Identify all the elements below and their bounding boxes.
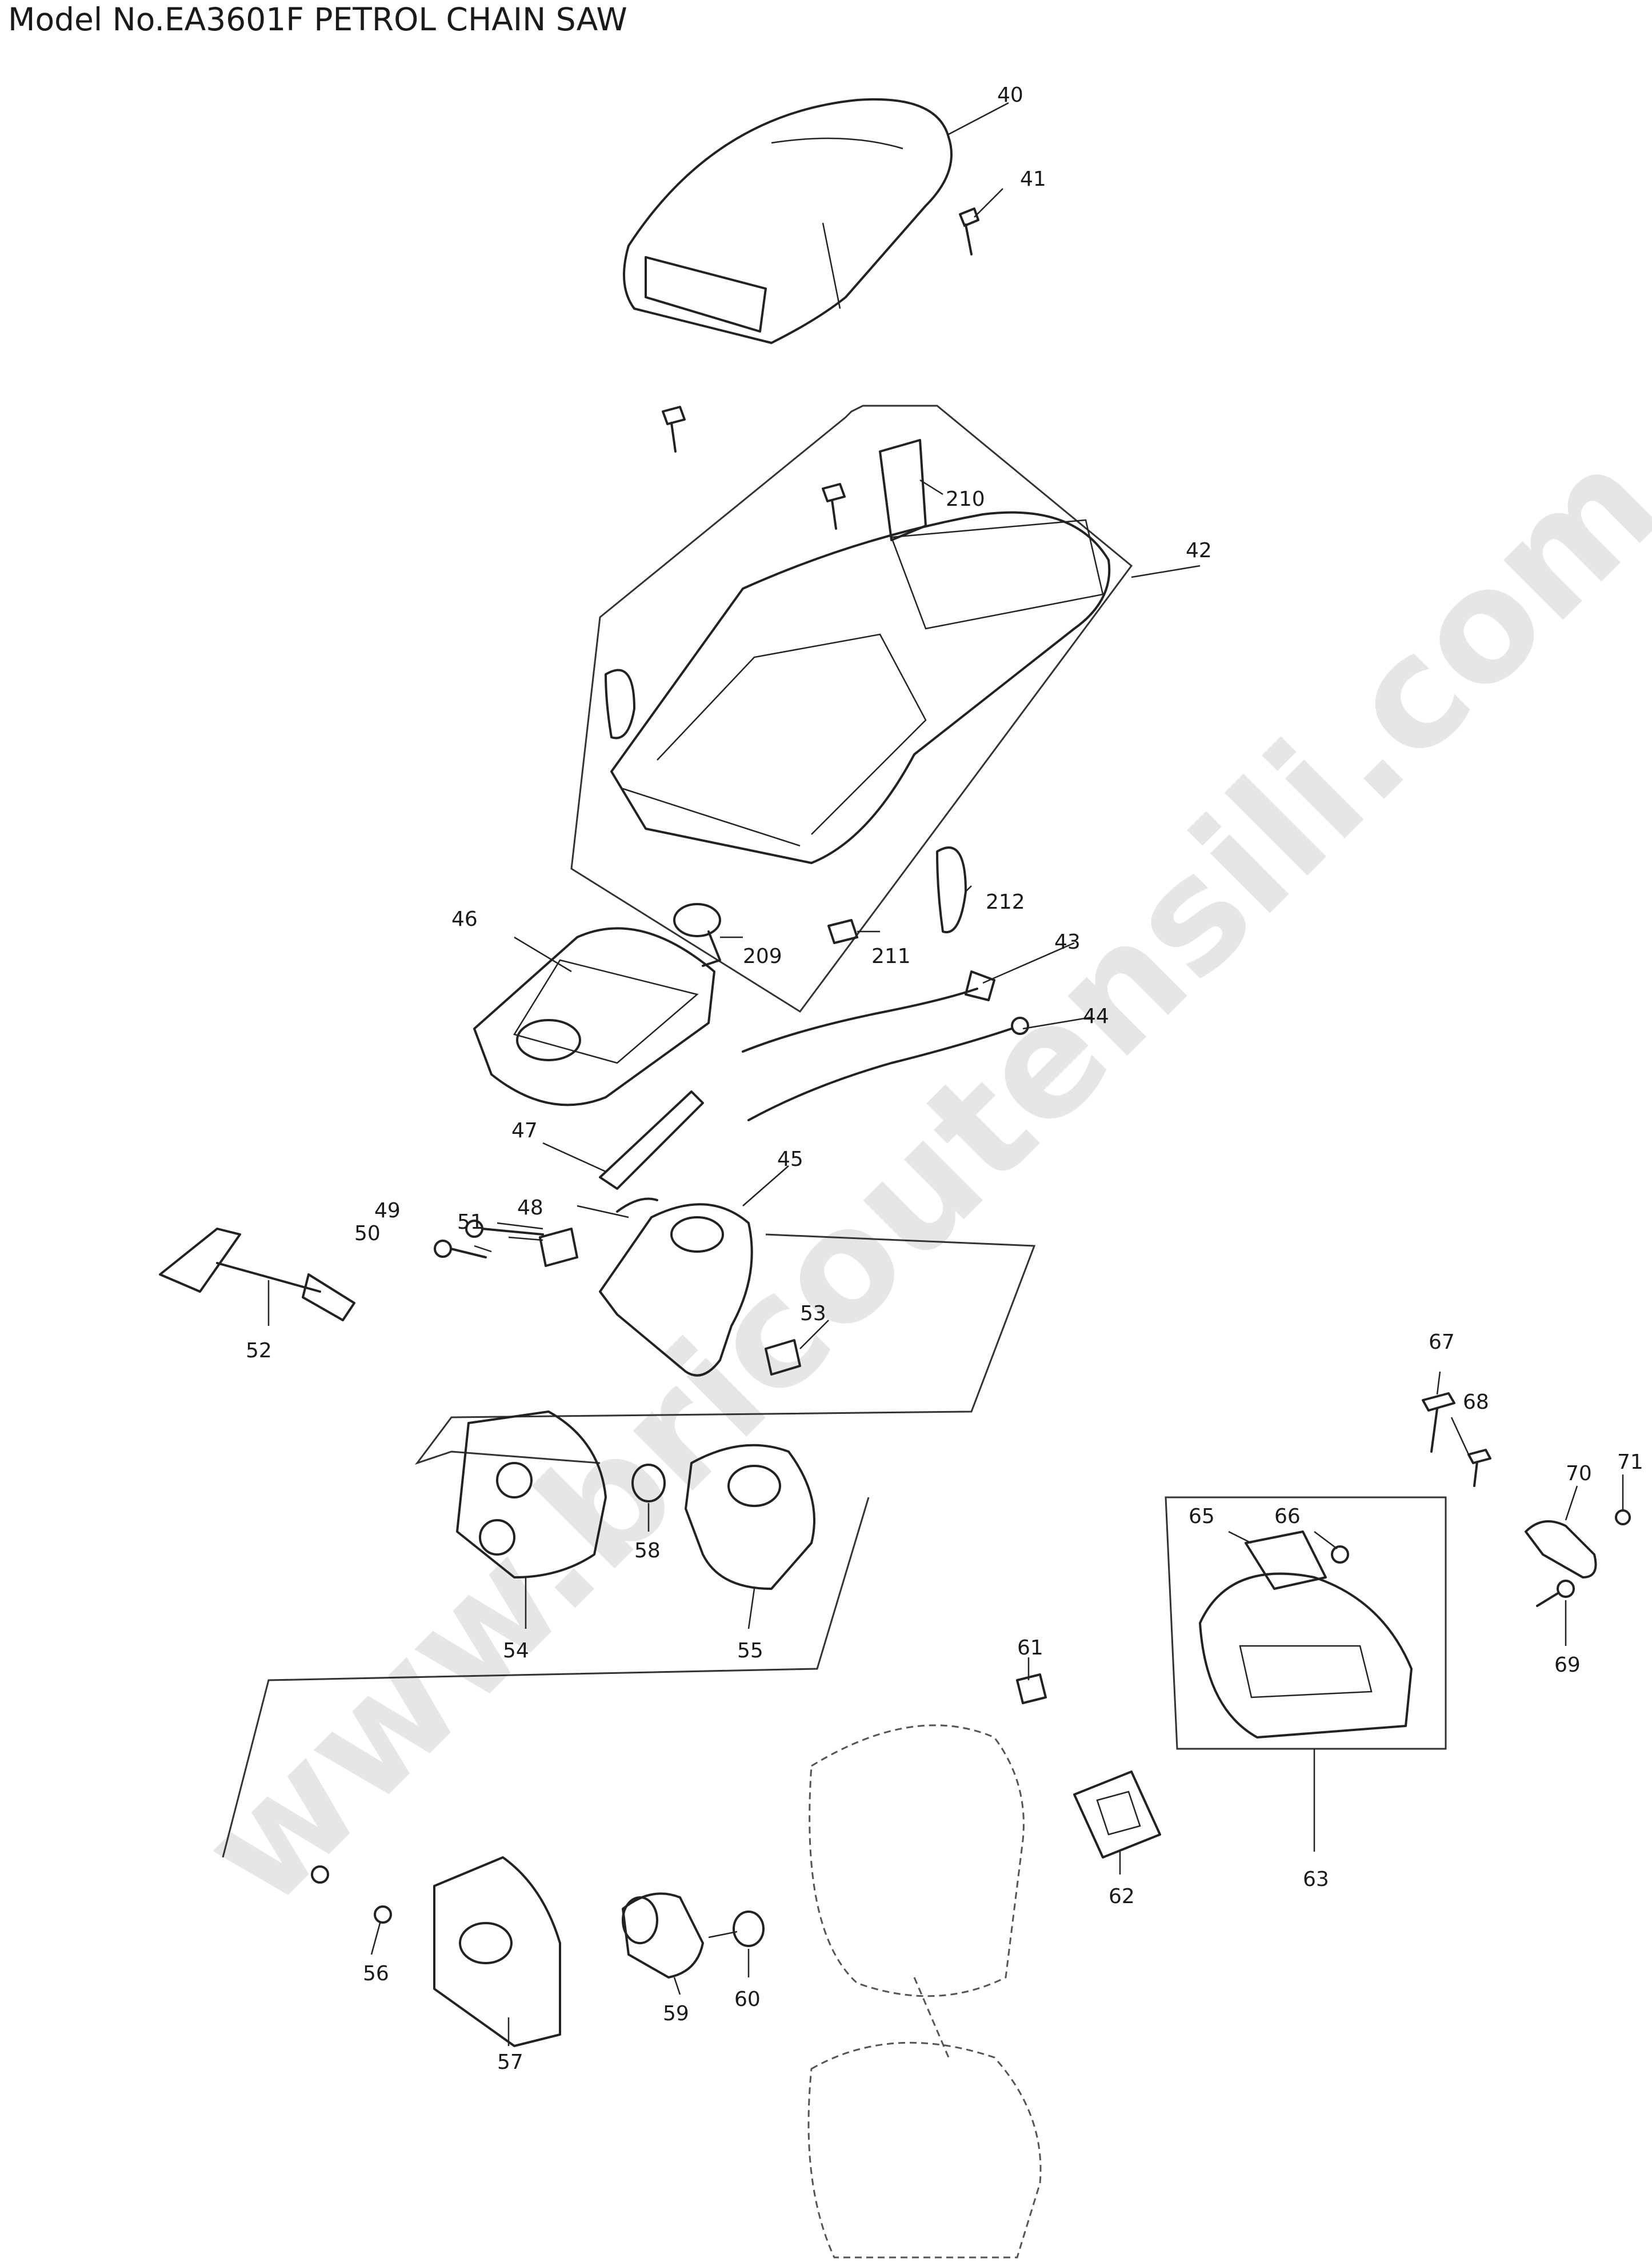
callout-57: 57 bbox=[497, 2051, 523, 2074]
callout-61: 61 bbox=[1017, 1636, 1043, 1660]
callout-56: 56 bbox=[363, 1962, 389, 1985]
callout-54: 54 bbox=[503, 1639, 529, 1662]
muffler-part-63 bbox=[1199, 1572, 1413, 1739]
air-filter-part-46 bbox=[473, 927, 715, 1106]
callout-51: 51 bbox=[457, 1210, 483, 1234]
callout-66: 66 bbox=[1274, 1505, 1301, 1528]
screw-part-69 bbox=[1536, 1580, 1575, 1607]
callout-47: 47 bbox=[511, 1119, 538, 1142]
callout-69: 69 bbox=[1554, 1653, 1581, 1677]
page-title: Model No.EA3601F PETROL CHAIN SAW bbox=[8, 1, 627, 38]
callout-labels: 40 41 42 43 44 45 46 47 48 49 50 51 52 5… bbox=[246, 83, 1643, 2074]
screw-part-66 bbox=[1331, 1545, 1349, 1564]
callout-58: 58 bbox=[634, 1539, 661, 1562]
cable-part-43 bbox=[742, 970, 995, 1053]
block-part-61 bbox=[1016, 1673, 1047, 1704]
callout-63: 63 bbox=[1303, 1868, 1329, 1891]
callout-44: 44 bbox=[1083, 1005, 1109, 1028]
screw-upper-mid bbox=[822, 483, 846, 530]
bolt-part-67 bbox=[1422, 1392, 1455, 1453]
bolt-part-49 bbox=[465, 1220, 544, 1238]
callout-55: 55 bbox=[737, 1639, 763, 1662]
insulator-part-55 bbox=[685, 1444, 815, 1590]
screw-upper-left bbox=[662, 406, 686, 453]
callout-209: 209 bbox=[743, 945, 782, 968]
callout-71: 71 bbox=[1617, 1450, 1643, 1474]
top-cover-part-40 bbox=[623, 98, 953, 344]
callout-59: 59 bbox=[663, 2002, 689, 2025]
callout-60: 60 bbox=[734, 1988, 761, 2011]
damper-part-53 bbox=[765, 1339, 801, 1376]
strap-left bbox=[605, 669, 635, 740]
callout-45: 45 bbox=[777, 1148, 803, 1171]
callout-48: 48 bbox=[517, 1196, 543, 1220]
carburettor-part-54 bbox=[456, 1410, 607, 1578]
strap-part-212 bbox=[936, 846, 967, 934]
housing-part-42 bbox=[610, 511, 1111, 864]
housing-group-frame bbox=[570, 405, 1133, 1013]
carb-lower-frame bbox=[222, 1497, 870, 1858]
cover-part-57 bbox=[433, 1856, 561, 2047]
engine-block-outline bbox=[807, 1724, 1042, 2259]
gasket-part-62 bbox=[1073, 1771, 1161, 1859]
leader-lines bbox=[267, 102, 1624, 2046]
callout-67: 67 bbox=[1429, 1330, 1455, 1354]
plate-part-65 bbox=[1245, 1530, 1327, 1590]
callout-40: 40 bbox=[997, 83, 1023, 107]
clip-part-210 bbox=[879, 439, 927, 541]
bracket-part-47 bbox=[599, 1090, 704, 1190]
muffler-group-frame bbox=[1165, 1496, 1447, 1750]
screw-part-71 bbox=[1615, 1509, 1631, 1525]
carb-group-frame bbox=[414, 1233, 1036, 1465]
damper-part-51 bbox=[539, 1228, 578, 1267]
spring-part-48 bbox=[616, 1197, 658, 1213]
callout-65: 65 bbox=[1189, 1505, 1215, 1528]
plate-part-70 bbox=[1525, 1520, 1597, 1578]
screw-part-41 bbox=[959, 207, 979, 255]
intake-part-59 bbox=[622, 1892, 704, 1979]
callout-62: 62 bbox=[1109, 1885, 1135, 1908]
callout-70: 70 bbox=[1566, 1462, 1592, 1485]
callout-43: 43 bbox=[1054, 930, 1081, 954]
screw-part-56 bbox=[311, 1865, 392, 1924]
ring-part-60 bbox=[733, 1911, 765, 1947]
bolt-part-68 bbox=[1467, 1449, 1491, 1487]
callout-68: 68 bbox=[1463, 1390, 1489, 1414]
callout-42: 42 bbox=[1186, 539, 1212, 562]
callout-49: 49 bbox=[374, 1199, 401, 1222]
ring-part-58 bbox=[631, 1464, 666, 1502]
callout-53: 53 bbox=[800, 1302, 826, 1325]
callout-52: 52 bbox=[246, 1339, 272, 1362]
carb-housing-part-45 bbox=[599, 1203, 753, 1377]
callout-50: 50 bbox=[354, 1222, 381, 1245]
callout-211: 211 bbox=[871, 945, 911, 968]
callout-210: 210 bbox=[946, 487, 985, 511]
bolt-part-50 bbox=[434, 1240, 487, 1258]
watermark: www.bricoutensili.com bbox=[167, 414, 1652, 1940]
bushing-part-209 bbox=[673, 903, 721, 967]
callout-41: 41 bbox=[1020, 167, 1046, 191]
callout-46: 46 bbox=[451, 908, 478, 931]
choke-shaft-part-52 bbox=[159, 1228, 355, 1321]
cable-part-44 bbox=[747, 1017, 1029, 1121]
callout-212: 212 bbox=[986, 890, 1025, 914]
pad-part-211 bbox=[827, 919, 858, 944]
